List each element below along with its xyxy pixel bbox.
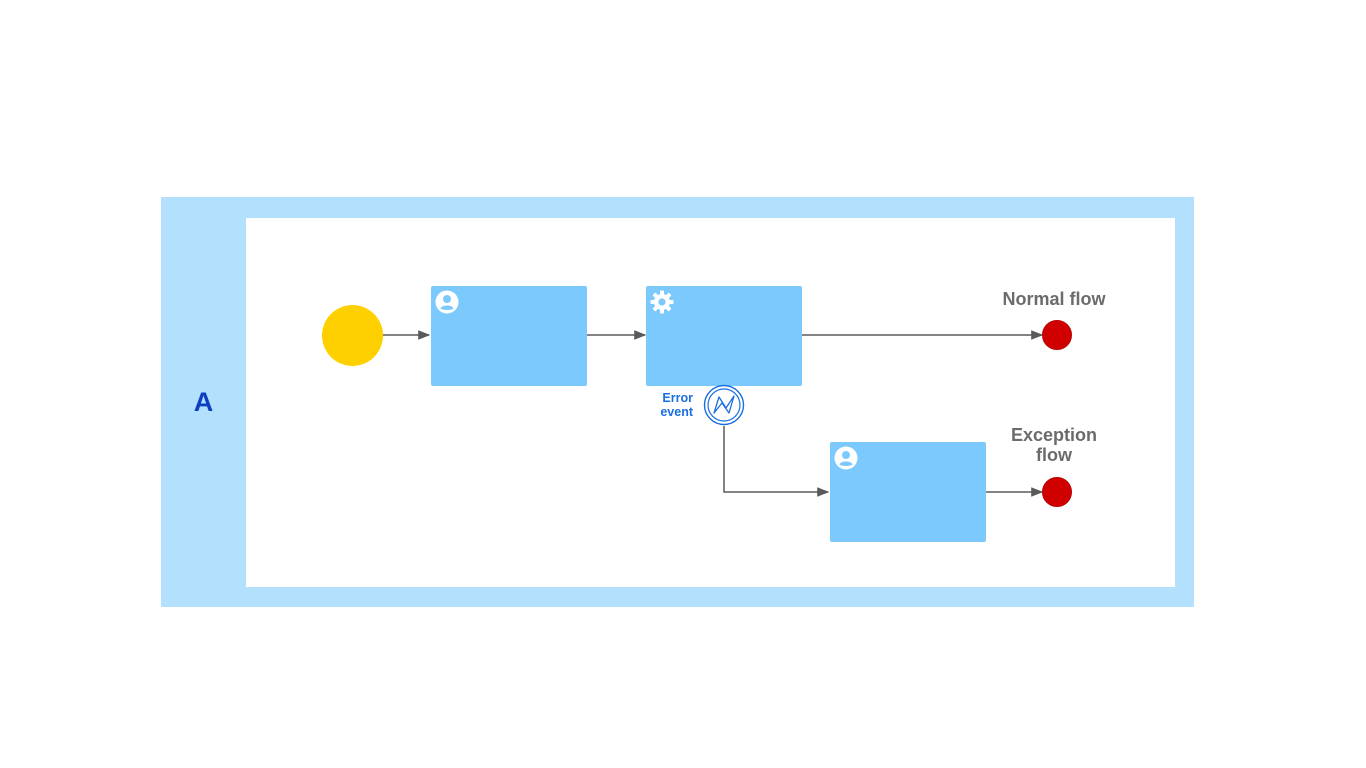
gear-icon: [650, 290, 674, 314]
user-icon: [435, 290, 459, 314]
error-boundary-event[interactable]: [703, 384, 745, 426]
error-event-label: Error event: [640, 391, 693, 419]
exception-flow-label-line2: flow: [1036, 445, 1072, 465]
error-lightning-icon: [713, 395, 735, 414]
normal-flow-label: Normal flow: [1002, 289, 1106, 309]
error-event-label-line2: event: [660, 405, 693, 419]
pool-label: A: [193, 386, 214, 417]
end-event-normal[interactable]: [1042, 320, 1072, 350]
service-task[interactable]: [646, 286, 802, 386]
exception-flow-label: Exception flow: [984, 425, 1124, 465]
user-task-2[interactable]: [830, 442, 986, 542]
start-event[interactable]: [322, 305, 383, 366]
user-task-1[interactable]: [431, 286, 587, 386]
user-icon: [834, 446, 858, 470]
exception-flow-label-line1: Exception: [1010, 425, 1098, 445]
end-event-exception[interactable]: [1042, 477, 1072, 507]
error-event-label-line1: Error: [662, 391, 693, 405]
